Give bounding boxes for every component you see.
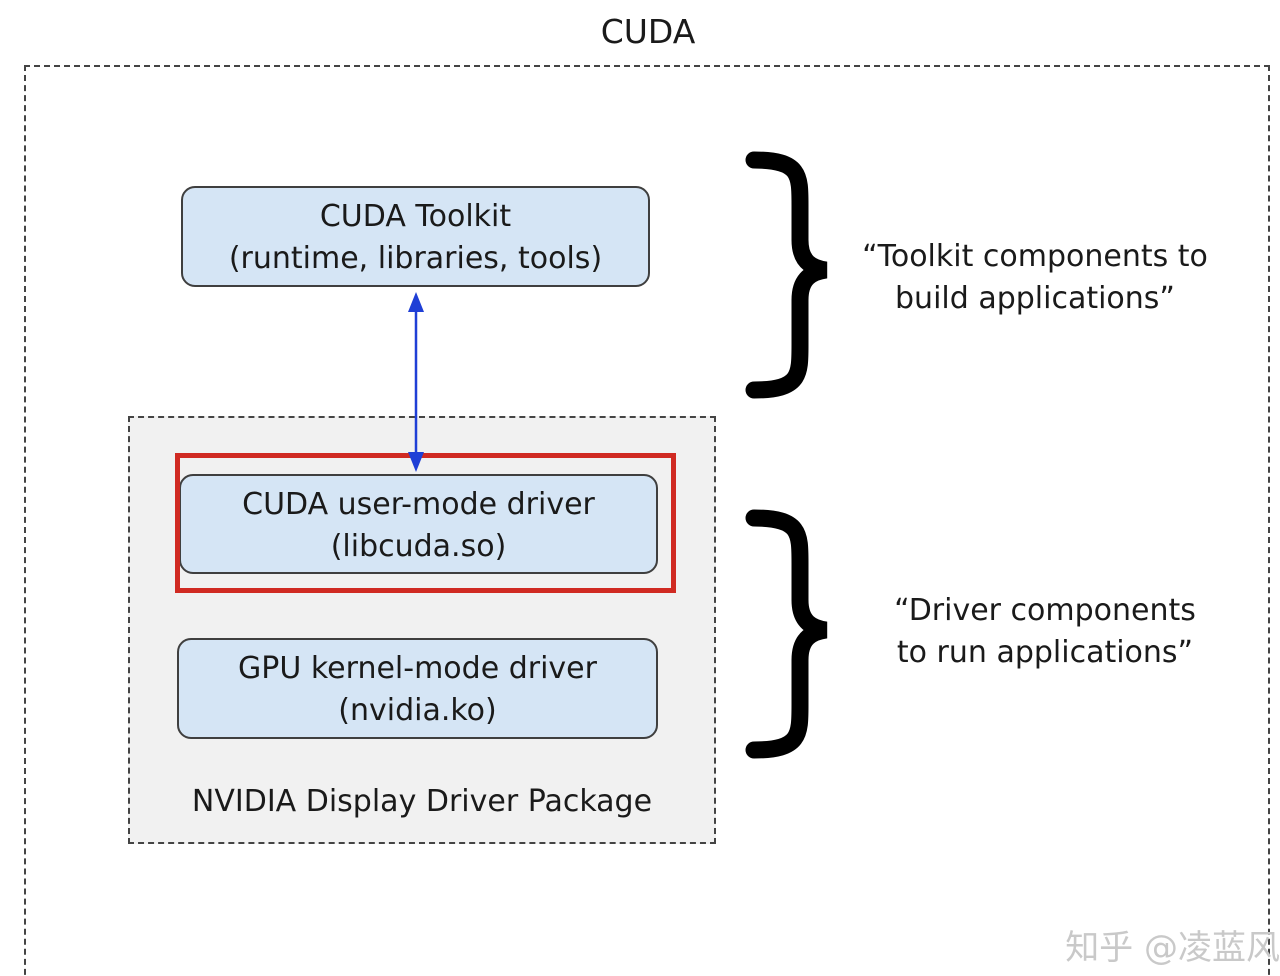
toolkit-driver-arrow	[408, 292, 424, 472]
user-mode-driver-box: CUDA user-mode driver (libcuda.so)	[179, 474, 658, 574]
cuda-toolkit-box: CUDA Toolkit (runtime, libraries, tools)	[181, 186, 650, 287]
driver-note-line1: “Driver components	[894, 593, 1196, 628]
diagram-title: CUDA	[600, 12, 696, 51]
toolkit-note-line2: build applications”	[895, 281, 1175, 316]
driver-note-line2: to run applications”	[896, 635, 1194, 670]
driver-package-label: NVIDIA Display Driver Package	[191, 784, 653, 819]
kernel-mode-driver-title: GPU kernel-mode driver	[238, 651, 597, 686]
toolkit-note-line1: “Toolkit components to	[862, 239, 1208, 274]
user-mode-driver-subtitle: (libcuda.so)	[330, 529, 507, 564]
user-mode-driver-title: CUDA user-mode driver	[242, 487, 595, 522]
driver-components-note: “Driver components to run applications”	[845, 590, 1245, 674]
user-mode-driver-highlight	[175, 453, 676, 593]
kernel-mode-driver-box: GPU kernel-mode driver (nvidia.ko)	[177, 638, 658, 739]
toolkit-brace-icon	[745, 151, 828, 399]
cuda-toolkit-title: CUDA Toolkit	[319, 199, 512, 234]
kernel-mode-driver-subtitle: (nvidia.ko)	[338, 693, 497, 728]
toolkit-components-note: “Toolkit components to build application…	[835, 236, 1235, 320]
cuda-outer-frame	[24, 65, 1270, 976]
cuda-toolkit-subtitle: (runtime, libraries, tools)	[228, 241, 603, 276]
driver-brace-icon	[745, 509, 828, 759]
watermark: 知乎 @凌蓝风	[1065, 928, 1280, 968]
